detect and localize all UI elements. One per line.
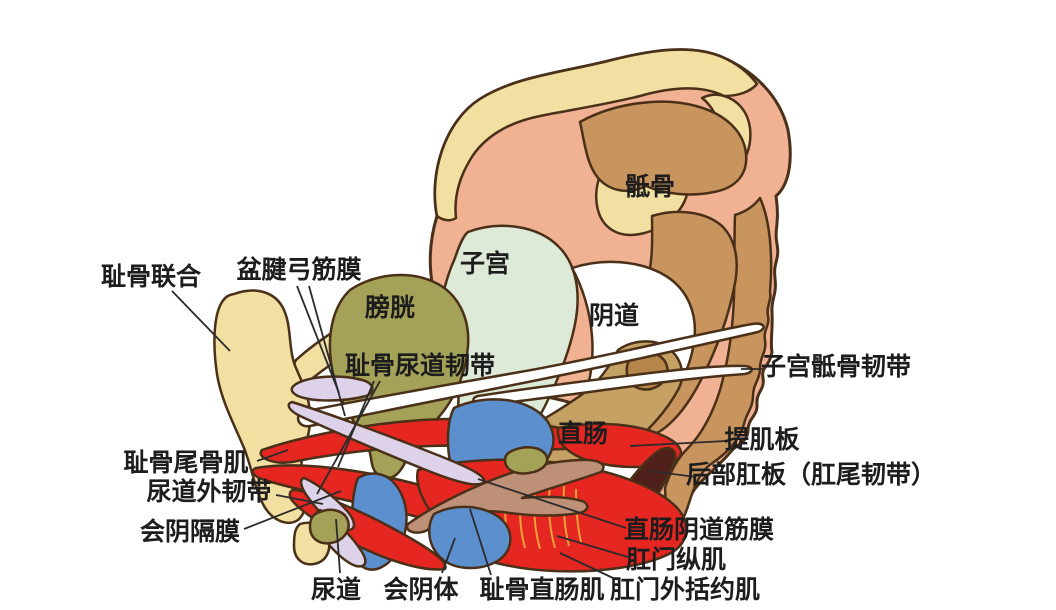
label-pubococcygeus-muscle: 耻骨尾骨肌 — [123, 448, 248, 477]
label-bladder: 膀胱 — [364, 293, 415, 322]
leader-arcus-tendineus-1 — [296, 285, 340, 394]
leader-external-anal-sphincter — [559, 552, 614, 579]
labels: 耻骨联合 盆腱弓筋膜 膀胱 子宫 阴道 骶骨 耻骨尿道韧带 子宫骶骨韧带 直肠 … — [101, 172, 936, 604]
label-perineal-body: 会阴体 — [383, 575, 459, 604]
label-rectovaginal-fascia: 直肠阴道筋膜 — [624, 515, 774, 544]
leader-lines — [171, 285, 763, 579]
label-external-urethral-ligament: 尿道外韧带 — [146, 477, 271, 506]
label-posterior-anal-plate: 后部肛板（肛尾韧带） — [686, 460, 936, 489]
leader-perineal-body — [441, 537, 456, 574]
leader-posterior-anal-plate — [649, 470, 697, 478]
leader-perineal-membrane — [243, 490, 342, 530]
label-anal-longitudinal-muscle: 肛门纵肌 — [626, 545, 726, 574]
shape-arcus-tendineus — [290, 375, 374, 402]
shape-olive-bit-center — [503, 446, 549, 475]
leader-urethra — [335, 518, 341, 574]
label-sacrum: 骶骨 — [625, 172, 675, 201]
label-pubourethral-ligament: 耻骨尿道韧带 — [345, 351, 495, 380]
shape-olive-bit-left — [308, 508, 350, 545]
leader-pubourethral-2 — [316, 380, 381, 495]
leader-pubic-symphysis — [171, 290, 231, 352]
leader-pubococcygeus — [256, 449, 289, 462]
label-rectum: 直肠 — [558, 419, 608, 448]
shape-sacrum-upper — [578, 100, 748, 196]
label-pubic-symphysis: 耻骨联合 — [101, 262, 202, 291]
leader-rectovaginal-fascia — [477, 478, 627, 529]
leader-puborectalis — [469, 508, 492, 576]
shape-coccyx-strip — [659, 196, 773, 541]
label-urethra: 尿道 — [311, 575, 361, 604]
leader-anal-longitudinal — [556, 535, 629, 558]
label-perineal-membrane: 会阴隔膜 — [140, 517, 240, 546]
label-levator-plate: 提肌板 — [724, 425, 799, 454]
label-vagina: 阴道 — [589, 301, 639, 330]
label-puborectalis-muscle: 耻骨直肠肌 — [479, 575, 604, 604]
leader-arcus-tendineus-2 — [308, 285, 346, 417]
shape-ilium-cream-band — [433, 48, 759, 222]
leader-levator-plate — [629, 440, 727, 447]
label-uterus: 子宫 — [460, 249, 510, 278]
leader-external-urethral — [275, 494, 324, 505]
label-arcus-tendineus-fascia: 盆腱弓筋膜 — [236, 255, 361, 284]
label-uterosacral-ligament: 子宫骶骨韧带 — [761, 352, 911, 381]
label-external-anal-sphincter: 肛门外括约肌 — [610, 575, 760, 604]
shape-pubourethral-ligament — [287, 400, 486, 486]
